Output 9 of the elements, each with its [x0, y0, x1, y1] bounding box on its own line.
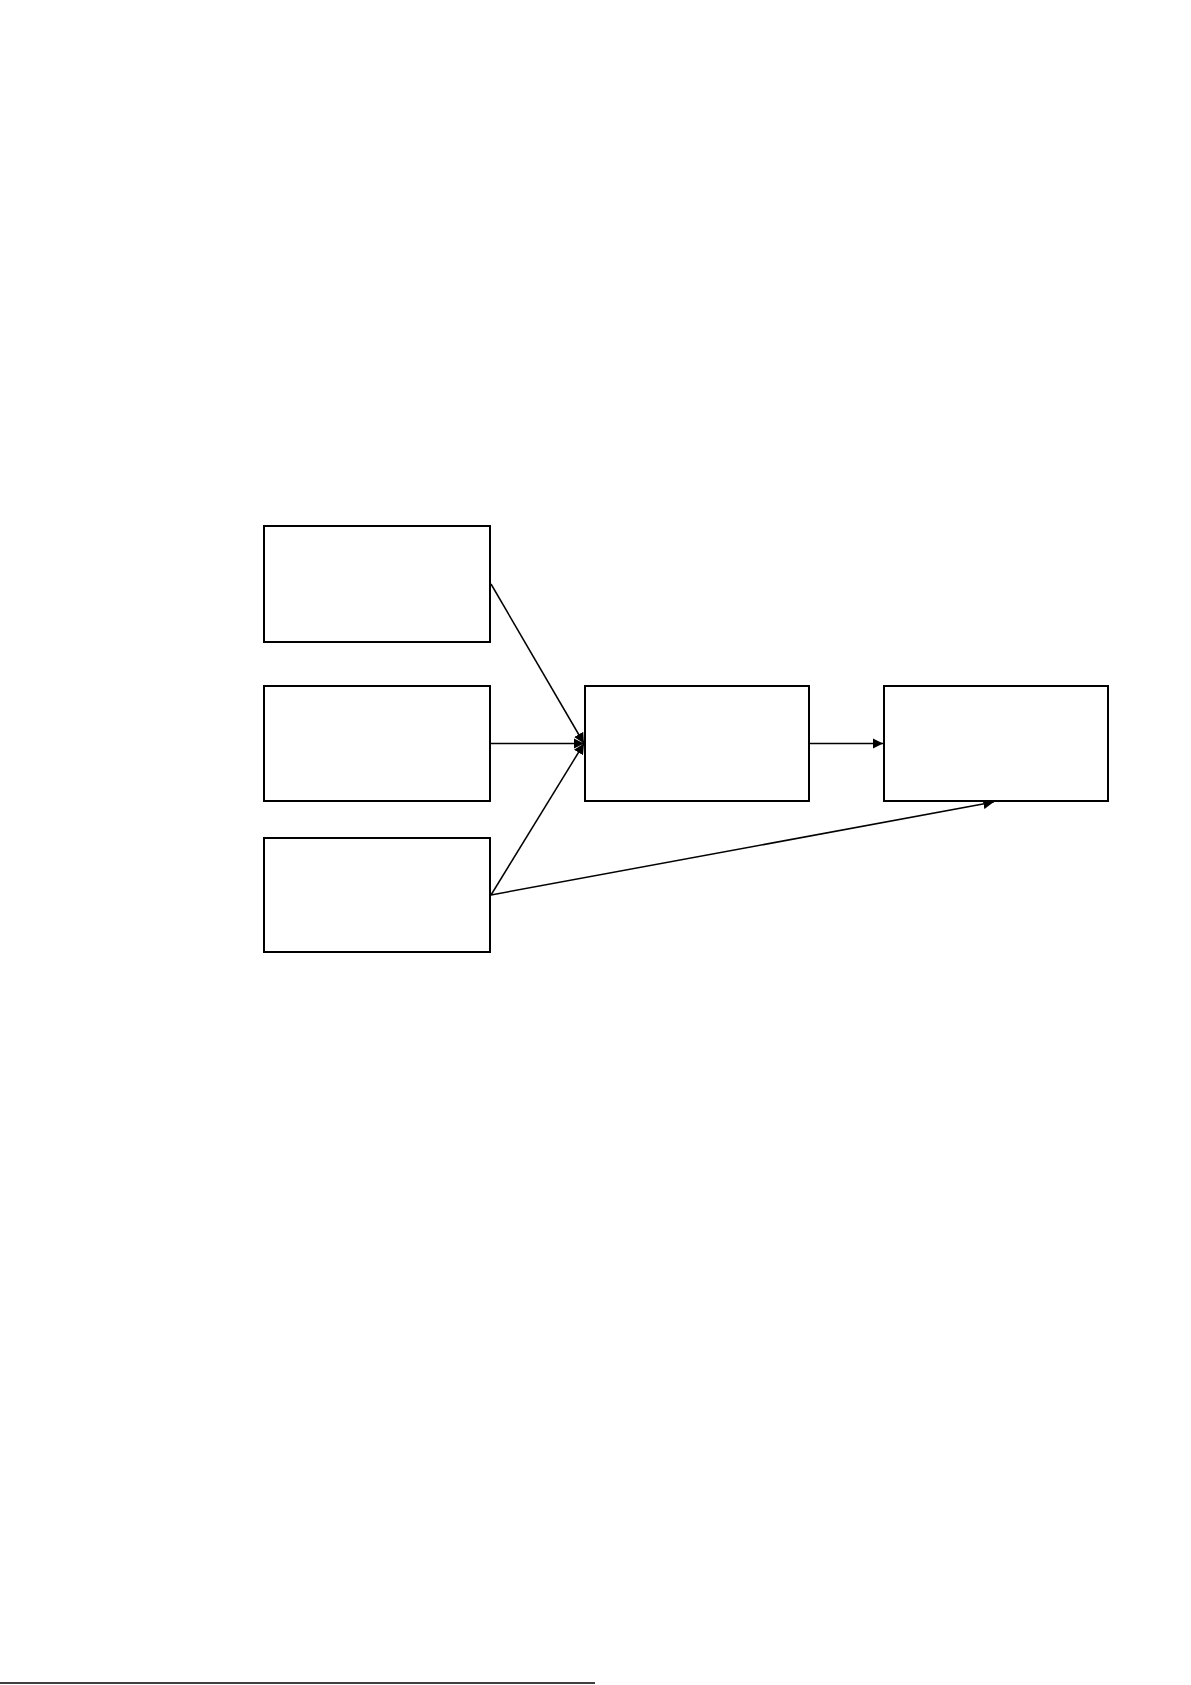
process-box: [883, 685, 1109, 802]
process-box: [584, 685, 810, 802]
arrow: [809, 738, 884, 749]
arrow: [490, 583, 585, 745]
process-box: [263, 525, 491, 643]
arrow: [490, 738, 585, 749]
process-box: [263, 685, 491, 802]
arrow: [490, 742, 585, 896]
process-box: [263, 837, 491, 953]
